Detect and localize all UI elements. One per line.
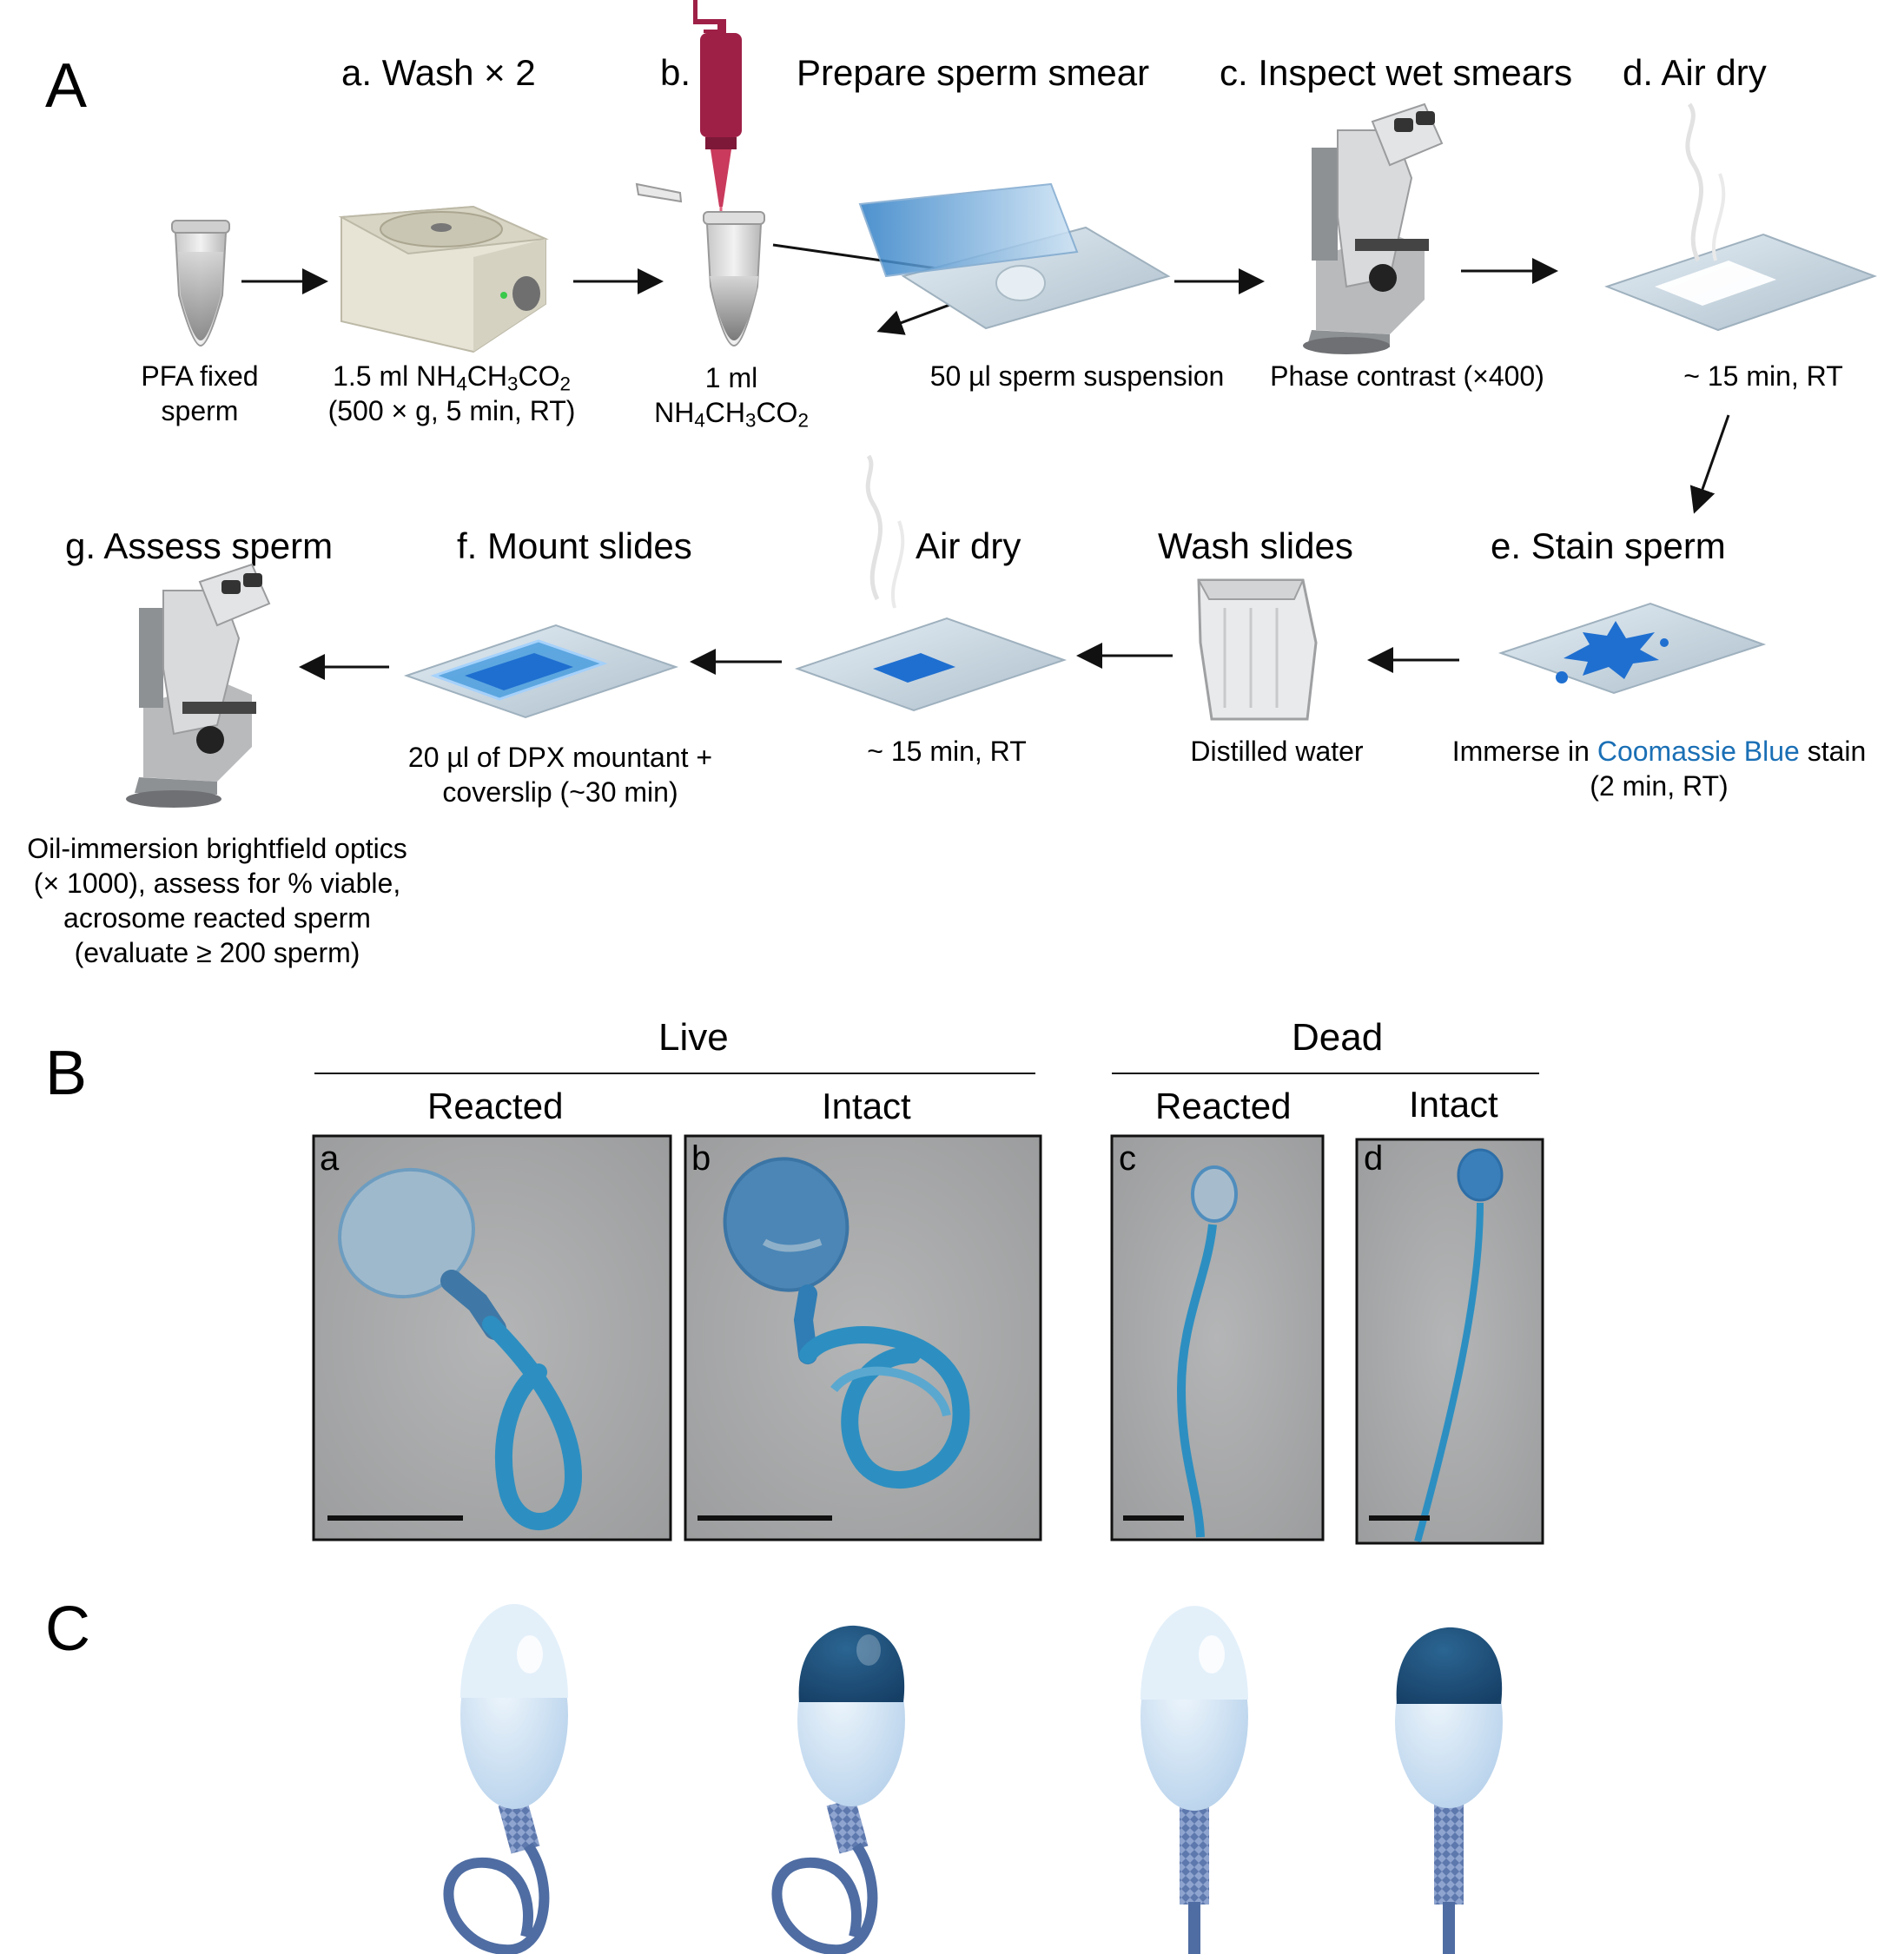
micrograph-letter-c: c <box>1119 1139 1136 1178</box>
schematic-live-reacted <box>443 1604 568 1954</box>
air-dry-blue-slide-icon <box>794 454 1068 712</box>
step-assess: g. Assess sperm <box>65 525 334 566</box>
panel-label-c: C <box>45 1594 90 1664</box>
caption-suspension: 50 µl sperm suspension <box>929 360 1225 392</box>
schematic-dead-intact <box>1395 1627 1503 1954</box>
caption-immerse: Immerse in Coomassie Blue stain(2 min, R… <box>1451 736 1867 802</box>
step-mount: f. Mount slides <box>457 525 692 566</box>
tube-icon <box>635 182 765 347</box>
step-wash: a. Wash × 2 <box>341 52 536 93</box>
caption-wash: 1.5 ml NH4CH3CO2(500 × g, 5 min, RT) <box>327 360 576 426</box>
caption-dry-1: ~ 15 min, RT <box>1683 360 1843 392</box>
caption-mount: 20 µl of DPX mountant +coverslip (~30 mi… <box>407 742 713 808</box>
step-air-dry-1: d. Air dry <box>1623 52 1767 93</box>
air-dry-slide-icon <box>1604 102 1877 332</box>
label-live-intact: Intact <box>822 1086 911 1126</box>
pipette-icon <box>693 0 742 252</box>
header-live: Live <box>658 1016 729 1059</box>
label-live-reacted: Reacted <box>427 1086 564 1126</box>
stained-slide-icon <box>1497 602 1767 695</box>
caption-distilled: Distilled water <box>1190 736 1364 767</box>
micrograph-letter-a: a <box>320 1139 340 1178</box>
step-prepare-smear: Prepare sperm smear <box>797 52 1150 93</box>
header-dead: Dead <box>1292 1016 1384 1059</box>
micrograph-b <box>684 1134 1042 1541</box>
micrograph-a <box>312 1134 672 1541</box>
arrow-5 <box>1689 414 1730 514</box>
caption-phase: Phase contrast (×400) <box>1270 360 1544 392</box>
label-dead-intact: Intact <box>1409 1084 1498 1125</box>
step-air-dry-2: Air dry <box>916 525 1021 566</box>
panel-label-a: A <box>45 51 88 121</box>
step-stain: e. Stain sperm <box>1491 525 1726 566</box>
smear-slides-icon <box>858 182 1171 330</box>
centrifuge-icon <box>338 205 549 353</box>
step-wash-slides: Wash slides <box>1158 525 1353 566</box>
micrograph-c <box>1110 1134 1325 1541</box>
schematic-live-intact <box>771 1625 905 1954</box>
pfa-tube-icon <box>171 220 230 347</box>
mounted-slide-icon <box>403 624 679 719</box>
step-b-letter: b. <box>660 52 691 93</box>
label-dead-reacted: Reacted <box>1155 1086 1292 1126</box>
microscope-2-icon <box>126 563 271 808</box>
caption-dry-2: ~ 15 min, RT <box>867 736 1027 767</box>
micrograph-letter-b: b <box>691 1139 711 1178</box>
staining-jar-icon <box>1197 578 1318 721</box>
caption-oil: Oil-immersion brightfield optics(× 1000)… <box>27 833 407 968</box>
schematic-dead-reacted <box>1140 1606 1248 1954</box>
panel-label-b: B <box>45 1039 88 1108</box>
microscope-icon <box>1303 102 1444 354</box>
micrograph-d <box>1355 1138 1544 1545</box>
step-inspect: c. Inspect wet smears <box>1220 52 1573 93</box>
micrograph-letter-d: d <box>1364 1139 1384 1178</box>
